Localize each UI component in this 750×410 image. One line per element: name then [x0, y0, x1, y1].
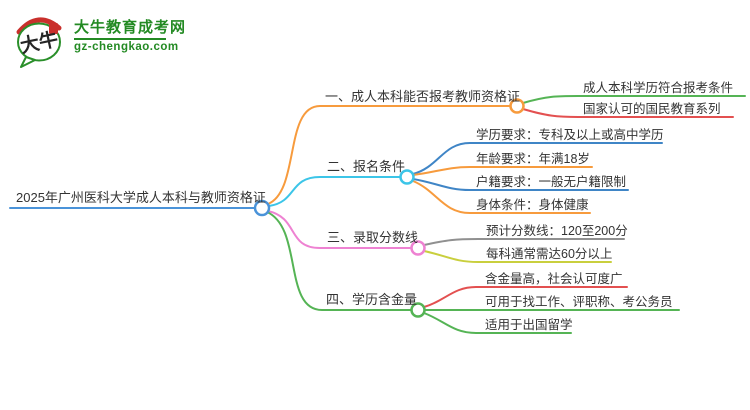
branch-4-child-3-label: 适用于出国留学 — [485, 318, 573, 332]
logo-title: 大牛教育成考网 — [74, 19, 187, 36]
branch-1-child-1-connector — [522, 95, 746, 104]
branch-3-child-2-label: 每科通常需达60分以上 — [486, 247, 613, 261]
branch-4-child-2-label: 可用于找工作、评职称、考公务员 — [485, 295, 673, 309]
branch-2-child-2-label: 年龄要求：年满18岁 — [476, 152, 590, 166]
central-node-circle — [253, 199, 271, 217]
branch-4-child-3-connector — [423, 312, 572, 334]
branch-4-node-circle — [410, 302, 426, 318]
branch-4-child-1-label: 含金量高，社会认可度广 — [485, 272, 623, 286]
branch-3-node-circle — [410, 240, 426, 256]
site-logo: 大牛 大牛教育成考网 gz-chengkao.com — [12, 12, 186, 68]
branch-2-node-circle — [399, 169, 415, 185]
branch-2-child-3-connector — [412, 178, 629, 191]
central-topic-label: 2025年广州医科大学成人本科与教师资格证 — [16, 190, 266, 205]
branch-3-child-1-connector — [423, 238, 625, 246]
branch-3-label: 三、录取分数线 — [327, 230, 419, 245]
branch-1-child-1-label: 成人本科学历符合报考条件 — [583, 81, 734, 95]
logo-domain: gz-chengkao.com — [74, 41, 179, 53]
branch-3-connector — [267, 210, 412, 249]
daniu-bubble-logo-icon: 大牛 — [12, 12, 68, 68]
branch-2-child-4-connector — [412, 180, 591, 214]
branch-1-node-circle — [509, 98, 525, 114]
branch-2-child-1-connector — [412, 142, 663, 175]
branch-2-label: 二、报名条件 — [327, 159, 406, 174]
branch-1-child-2-label: 国家认可的国民教育系列 — [583, 102, 721, 116]
branch-4-label: 四、学历含金量 — [326, 292, 418, 307]
branch-2-child-1-label: 学历要求：专科及以上或高中学历 — [476, 128, 664, 142]
branch-4-connector — [266, 211, 412, 311]
branch-3-child-1-label: 预计分数线：120至200分 — [486, 224, 628, 238]
branch-2-child-4-label: 身体条件：身体健康 — [476, 198, 589, 212]
branch-3-child-2-connector — [423, 250, 612, 263]
branch-1-child-2-connector — [522, 108, 734, 118]
branch-2-child-2-connector — [412, 166, 593, 176]
branch-4-child-1-connector — [423, 286, 628, 308]
branch-1-connector — [267, 105, 511, 205]
branch-1-label: 一、成人本科能否报考教师资格证 — [325, 89, 521, 104]
branch-2-connector — [268, 176, 401, 207]
branch-2-child-3-label: 户籍要求：一般无户籍限制 — [476, 175, 627, 189]
logo-divider — [74, 38, 166, 40]
